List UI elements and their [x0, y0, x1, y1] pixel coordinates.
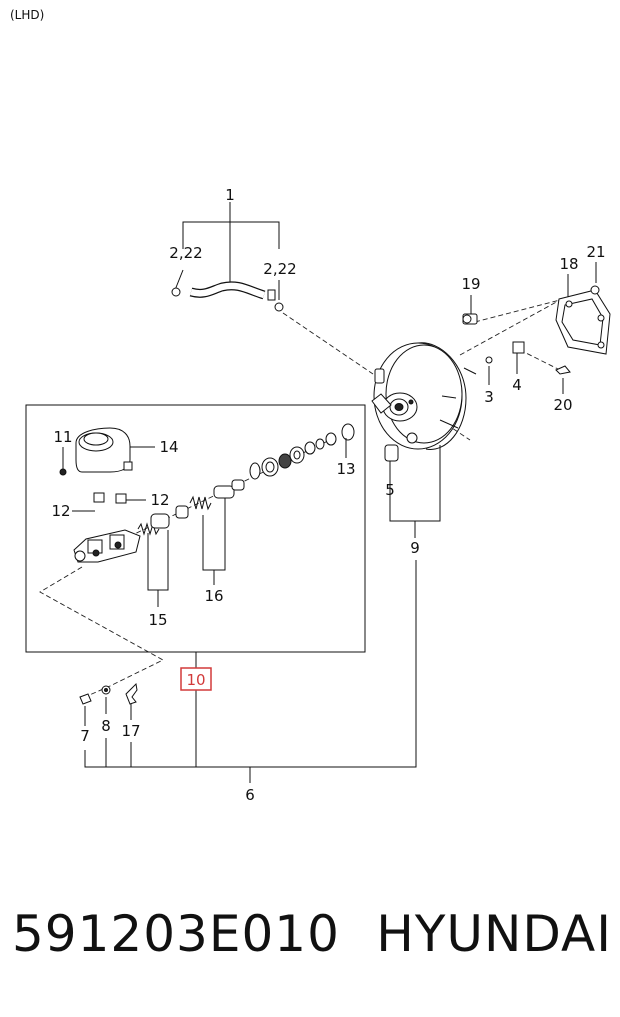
callout-10: 10 — [186, 671, 205, 689]
callout-16: 16 — [204, 587, 223, 605]
reservoir — [59, 427, 133, 504]
part-number: 591203E010 — [12, 905, 340, 963]
callout-3: 3 — [484, 388, 494, 406]
mounting-hardware — [462, 285, 611, 375]
seal-rings — [249, 423, 355, 480]
brand-name: HYUNDAI — [376, 905, 612, 963]
piston-kits — [137, 479, 245, 536]
callout-9: 9 — [410, 539, 420, 557]
callout-2-22-left: 2,22 — [169, 244, 202, 262]
highlight-box — [180, 667, 212, 691]
callout-8: 8 — [101, 717, 111, 735]
callout-12-left: 12 — [51, 502, 70, 520]
callout-18: 18 — [559, 255, 578, 273]
callout-5: 5 — [385, 481, 395, 499]
callout-7: 7 — [80, 727, 90, 745]
leader-lines — [62, 202, 597, 783]
callout-6: 6 — [245, 786, 255, 804]
callout-1: 1 — [225, 186, 235, 204]
master-cylinder-frame — [25, 404, 366, 653]
spring-16 — [189, 495, 212, 511]
brake-booster-exploded-diagram: 1 2,22 2,22 19 18 21 3 4 20 11 14 13 5 1… — [25, 186, 611, 804]
callout-15: 15 — [148, 611, 167, 629]
callout-13: 13 — [336, 460, 355, 478]
brake-booster — [371, 342, 477, 462]
master-cylinder — [73, 529, 141, 563]
callout-19: 19 — [461, 275, 480, 293]
callout-12-right: 12 — [150, 491, 169, 509]
callout-labels: 1 2,22 2,22 19 18 21 3 4 20 11 14 13 5 1… — [51, 186, 605, 804]
callout-14: 14 — [159, 438, 178, 456]
callout-20: 20 — [553, 396, 572, 414]
spring-15 — [137, 522, 160, 536]
callout-11: 11 — [53, 428, 72, 446]
callout-4: 4 — [512, 376, 522, 394]
leader-1 — [182, 221, 280, 249]
variant-label: (LHD) — [10, 8, 45, 22]
lower-fasteners — [79, 682, 138, 705]
callout-21: 21 — [586, 243, 605, 261]
footer: 591203E010 HYUNDAI — [12, 905, 612, 975]
highlighted-part-10[interactable]: 10 — [180, 667, 212, 691]
callout-2-22-right: 2,22 — [263, 260, 296, 278]
vacuum-hose — [171, 281, 284, 312]
callout-17: 17 — [121, 722, 140, 740]
